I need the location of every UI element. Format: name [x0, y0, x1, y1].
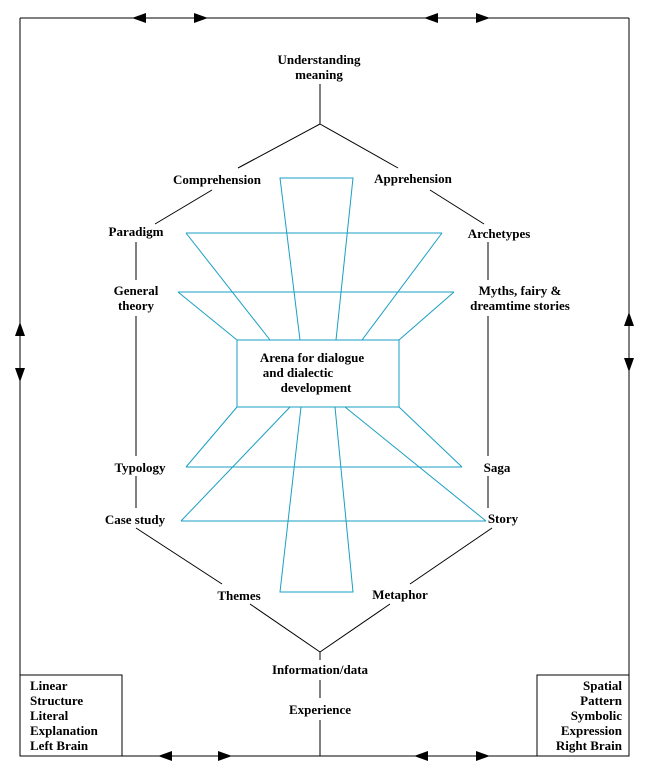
node-story: Story: [488, 511, 519, 526]
left-corner-box: [19, 674, 123, 757]
left-box-line3: Literal: [30, 708, 69, 723]
left-box-line5: Left Brain: [30, 738, 89, 753]
arrow-top-right-left: [424, 13, 438, 23]
arrow-top-left-right: [194, 13, 208, 23]
right-corner-box: [536, 674, 630, 757]
node-apprehension: Apprehension: [374, 171, 453, 186]
right-box-line1: Spatial: [583, 678, 622, 693]
node-case-study: Case study: [105, 512, 166, 527]
arrow-bottom-right-left: [414, 751, 428, 761]
arrow-top-left-left: [132, 13, 146, 23]
lower-tall-trapezoid: [279, 406, 354, 593]
labels: Understanding meaning Comprehension Appr…: [30, 52, 623, 753]
node-general-theory-line1: General: [114, 283, 159, 298]
arrow-bottom-left-right: [218, 751, 232, 761]
left-box-line1: Linear: [30, 678, 68, 693]
arrow-left-down: [15, 368, 25, 382]
right-box-line2: Pattern: [580, 693, 623, 708]
frame-arrows: [15, 13, 634, 761]
node-understanding-line2: meaning: [295, 67, 343, 82]
arena-line2: and dialectic: [263, 365, 334, 380]
arrow-left-up: [15, 322, 25, 336]
right-box-line5: Right Brain: [556, 738, 623, 753]
hierarchy-lines: [135, 84, 493, 756]
node-general-theory-line2: theory: [118, 298, 155, 313]
arena-overlay: [177, 177, 487, 593]
arrow-right-down: [624, 358, 634, 372]
upper-tall-trapezoid: [279, 177, 354, 341]
node-myths-line2: dreamtime stories: [470, 298, 570, 313]
node-paradigm: Paradigm: [109, 224, 164, 239]
node-experience: Experience: [289, 702, 351, 717]
arrow-right-up: [624, 312, 634, 326]
right-box-line3: Symbolic: [571, 708, 623, 723]
arrow-top-right-right: [476, 13, 490, 23]
arena-line3: development: [281, 380, 352, 395]
arena-line1: Arena for dialogue: [260, 350, 364, 365]
arrow-bottom-right-right: [476, 751, 490, 761]
arrow-bottom-left-left: [158, 751, 172, 761]
node-comprehension: Comprehension: [173, 172, 262, 187]
node-saga: Saga: [484, 460, 511, 475]
arena-box: [236, 339, 400, 408]
right-box-line4: Expression: [561, 723, 623, 738]
left-box-line4: Explanation: [30, 723, 99, 738]
node-themes: Themes: [217, 588, 260, 603]
node-understanding-line1: Understanding: [277, 52, 361, 67]
node-typology: Typology: [114, 460, 166, 475]
left-box-line2: Structure: [30, 693, 83, 708]
node-metaphor: Metaphor: [372, 587, 428, 602]
node-myths-line1: Myths, fairy &: [479, 283, 562, 298]
node-information: Information/data: [272, 662, 369, 677]
node-archetypes: Archetypes: [468, 226, 531, 241]
